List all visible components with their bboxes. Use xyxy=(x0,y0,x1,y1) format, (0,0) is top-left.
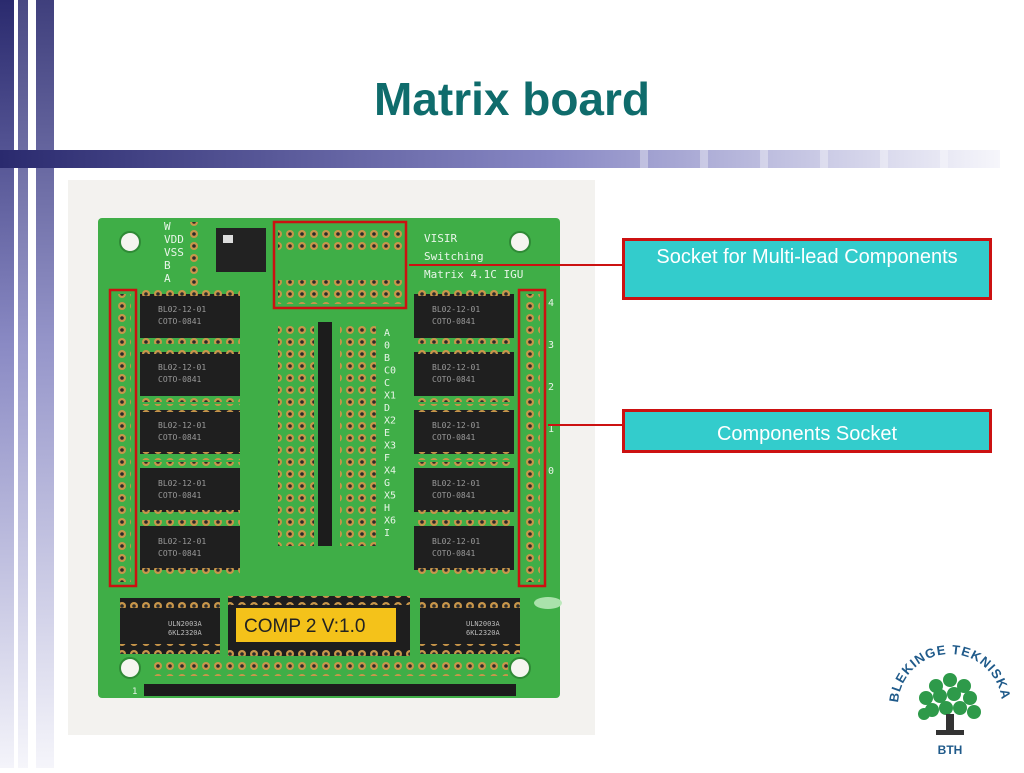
relay-marking: COTO-0841 xyxy=(432,317,476,326)
relay-marking: BL02-12-01 xyxy=(432,479,480,488)
relay-marking: BL02-12-01 xyxy=(158,479,206,488)
relay-pins xyxy=(414,568,514,576)
relay-chip-left xyxy=(140,352,240,396)
relay-chip-right xyxy=(414,410,514,454)
relay-pins xyxy=(414,510,514,518)
silk-pin-label: B xyxy=(164,259,171,272)
silk-column-label: F xyxy=(384,453,390,464)
relay-marking: COTO-0841 xyxy=(158,317,202,326)
relay-marking: BL02-12-01 xyxy=(432,305,480,314)
svg-text:ULN2003A: ULN2003A xyxy=(168,620,203,628)
relay-pins xyxy=(140,510,240,518)
silk-pin-label: W xyxy=(164,220,171,233)
relay-chip-left xyxy=(140,410,240,454)
relay-chip-right xyxy=(414,468,514,512)
relay-marking: BL02-12-01 xyxy=(432,421,480,430)
relay-marking: BL02-12-01 xyxy=(158,363,206,372)
silk-column-label: G xyxy=(384,478,390,489)
relay-marking: BL02-12-01 xyxy=(158,421,206,430)
relay-pins xyxy=(140,462,240,470)
silk-column-label: H xyxy=(384,503,390,514)
silk-row-number: 1 xyxy=(548,424,554,435)
relay-marking: COTO-0841 xyxy=(432,375,476,384)
left-decor-bar xyxy=(0,0,56,768)
svg-text:6KL2320A: 6KL2320A xyxy=(168,629,203,637)
relay-chip-left xyxy=(140,294,240,338)
svg-text:ULN2003A: ULN2003A xyxy=(466,620,501,628)
callout-multilead-socket: Socket for Multi-lead Components xyxy=(622,238,992,300)
relay-pins xyxy=(414,452,514,460)
silk-column-label: C xyxy=(384,378,390,389)
silk-pin-label: VSS xyxy=(164,246,184,259)
silk-column-label: I xyxy=(384,528,390,539)
silk-column-label: 0 xyxy=(384,341,390,352)
bth-logo: BLEKINGE TEKNISKA HÖGSKOLA BTH xyxy=(878,624,1016,764)
relay-pins xyxy=(140,404,240,412)
logo-abbr: BTH xyxy=(938,743,963,757)
callout-components-socket: Components Socket xyxy=(622,409,992,453)
silk-line-1: VISIR xyxy=(424,232,457,245)
relay-pins xyxy=(140,346,240,354)
silk-line-3: Matrix 4.1C IGU xyxy=(424,268,523,281)
relay-marking: COTO-0841 xyxy=(158,433,202,442)
silk-column-label: X1 xyxy=(384,391,396,402)
relay-chip-left xyxy=(140,468,240,512)
relay-marking: COTO-0841 xyxy=(158,549,202,558)
relay-chip-right xyxy=(414,294,514,338)
relay-pins xyxy=(414,520,514,528)
relay-pins xyxy=(414,404,514,412)
silk-column-label: X6 xyxy=(384,516,396,527)
version-sticker-label: COMP 2 V:1.0 xyxy=(244,616,365,637)
relay-marking: BL02-12-01 xyxy=(432,537,480,546)
relay-pins xyxy=(414,462,514,470)
silk-column-label: X3 xyxy=(384,441,396,452)
relay-marking: COTO-0841 xyxy=(158,491,202,500)
relay-pins xyxy=(414,346,514,354)
relay-pins xyxy=(140,520,240,528)
relay-marking: COTO-0841 xyxy=(432,491,476,500)
relay-pins xyxy=(140,568,240,576)
version-sticker xyxy=(236,608,396,642)
silk-column-label: C0 xyxy=(384,366,396,377)
relay-pins xyxy=(414,288,514,296)
svg-text:1: 1 xyxy=(132,687,137,697)
relay-pins xyxy=(140,288,240,296)
relay-chip-left xyxy=(140,526,240,570)
silk-column-label: X2 xyxy=(384,416,396,427)
title-underline-bar xyxy=(0,150,1000,168)
svg-text:6KL2320A: 6KL2320A xyxy=(466,629,501,637)
silk-row-number: 2 xyxy=(548,382,554,393)
relay-pins xyxy=(414,336,514,344)
relay-marking: COTO-0841 xyxy=(158,375,202,384)
relay-marking: COTO-0841 xyxy=(432,549,476,558)
silk-column-label: B xyxy=(384,353,390,364)
silk-line-2: Switching xyxy=(424,250,484,263)
relay-marking: COTO-0841 xyxy=(432,433,476,442)
relay-marking: BL02-12-01 xyxy=(432,363,480,372)
silk-row-number: 4 xyxy=(548,298,554,309)
relay-pins xyxy=(140,452,240,460)
silk-column-label: D xyxy=(384,403,390,414)
silk-column-label: A xyxy=(384,328,390,339)
silk-row-number: 3 xyxy=(548,340,554,351)
relay-marking: BL02-12-01 xyxy=(158,305,206,314)
silk-pin-label: A xyxy=(164,272,171,285)
relay-pins xyxy=(140,394,240,402)
relay-pins xyxy=(140,336,240,344)
relay-chip-right xyxy=(414,352,514,396)
silk-pin-label: VDD xyxy=(164,233,184,246)
relay-pins xyxy=(414,394,514,402)
silk-column-label: X4 xyxy=(384,466,396,477)
silk-row-number: 0 xyxy=(548,466,554,477)
slide-title: Matrix board xyxy=(373,73,651,125)
relay-chip-right xyxy=(414,526,514,570)
relay-marking: BL02-12-01 xyxy=(158,537,206,546)
silk-column-label: E xyxy=(384,428,390,439)
silk-column-label: X5 xyxy=(384,491,396,502)
